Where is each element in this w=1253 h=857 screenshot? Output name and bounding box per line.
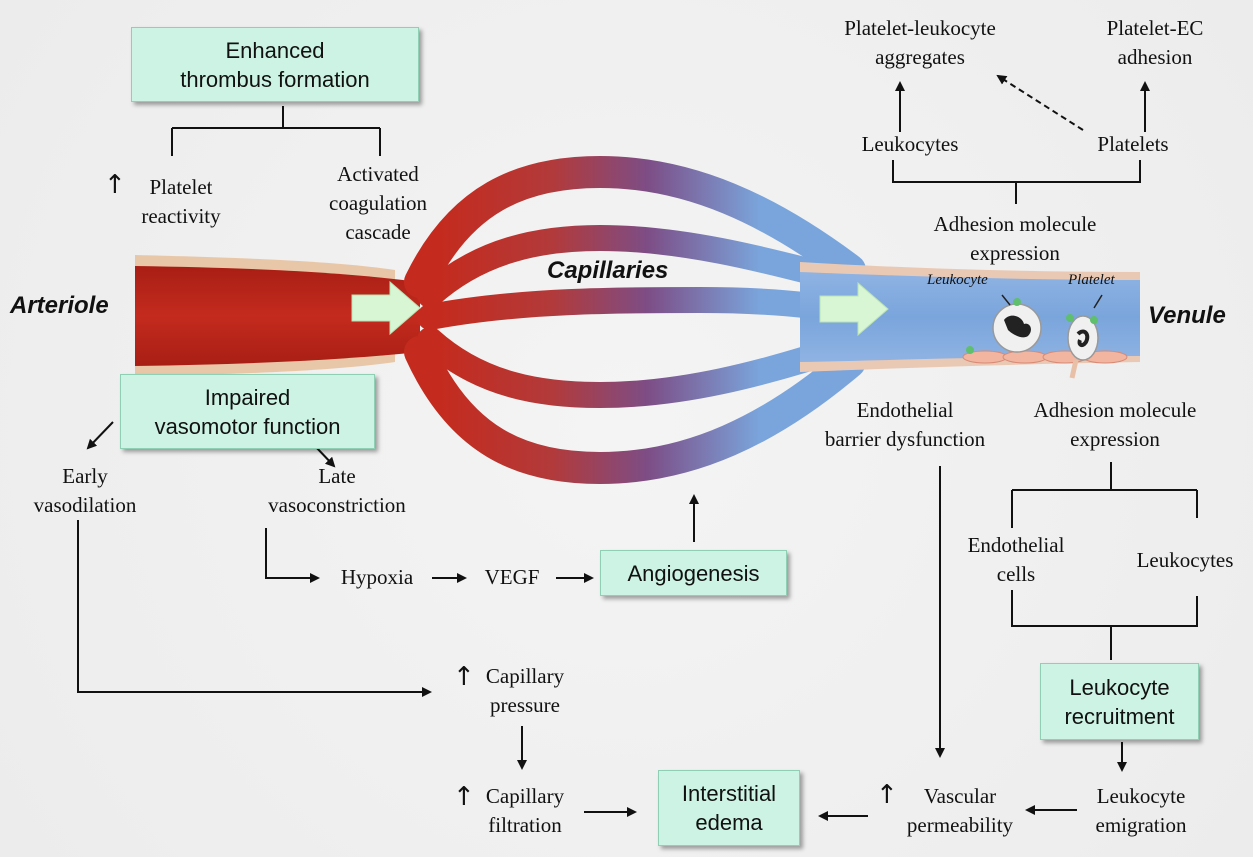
vascular-permeability-label: Vascular permeability (906, 784, 1014, 837)
platelet-ec-adhesion-label: Platelet-EC adhesion (1106, 16, 1204, 69)
leukocyte-cell-label: Leukocyte (927, 272, 988, 288)
late-vasoconstriction-label: Late vasoconstriction (268, 464, 406, 517)
leukocytes-right-label: Leukocytes (1136, 548, 1234, 572)
capillary-1 (404, 155, 866, 298)
leukocyte-recruitment-box: Leukocyte recruitment (1040, 663, 1199, 740)
leukocyte-emigration-label: Leukocyte emigration (1095, 784, 1187, 837)
venule-lumen (800, 272, 1140, 362)
platelet-pointer (1093, 294, 1103, 309)
increase-arrow-pressure: ↑ (453, 662, 475, 692)
endothelial-cells-label: Endothelial cells (967, 533, 1065, 586)
venule-label: Venule (1148, 302, 1226, 329)
endothelial-lining (962, 350, 1128, 364)
vasomotor-function-box: Impaired vasomotor function (120, 374, 375, 449)
venule-flow-arrow (819, 281, 889, 337)
arteriole-label: Arteriole (10, 292, 109, 319)
capillary-5 (404, 336, 866, 485)
interstitial-edema-box: Interstitial edema (658, 770, 800, 846)
capillary-2 (417, 224, 863, 308)
angiogenesis-box: Angiogenesis (600, 550, 787, 596)
leukocyte-pointer (1001, 294, 1011, 306)
capillaries-label: Capillaries (547, 257, 669, 284)
adhesion-expression-top-label: Adhesion molecule expression (933, 212, 1097, 265)
early-vasodilation-label: Early vasodilation (33, 464, 137, 517)
platelets-top-label: Platelets (1097, 132, 1169, 156)
coagulation-cascade-label: Activated coagulation cascade (329, 162, 427, 244)
capillary-filtration-label: Capillary filtration (485, 784, 565, 837)
vegf-label: VEGF (484, 565, 540, 589)
platelet-reactivity-label: Platelet reactivity (141, 175, 221, 228)
adhesion-expression-right-label: Adhesion molecule expression (1033, 398, 1197, 451)
platelet-leukocyte-aggregates-label: Platelet-leukocyte aggregates (844, 16, 996, 69)
arteriole-lumen (135, 266, 420, 366)
hypoxia-label: Hypoxia (340, 565, 414, 589)
thrombus-formation-box: Enhanced thrombus formation (131, 27, 419, 102)
increase-arrow-platelet: ↑ (104, 170, 126, 200)
capillary-4 (417, 327, 863, 409)
leukocytes-top-label: Leukocytes (861, 132, 959, 156)
leukocyte-cell (966, 298, 1042, 354)
increase-arrow-filtration: ↑ (453, 782, 475, 812)
increase-arrow-permeability: ↑ (876, 780, 898, 810)
platelet-cell (1066, 314, 1099, 379)
capillary-pressure-label: Capillary pressure (485, 664, 565, 717)
platelet-cell-label: Platelet (1068, 272, 1115, 288)
arteriole-flow-arrow (351, 280, 421, 336)
endothelial-barrier-label: Endothelial barrier dysfunction (824, 398, 986, 451)
